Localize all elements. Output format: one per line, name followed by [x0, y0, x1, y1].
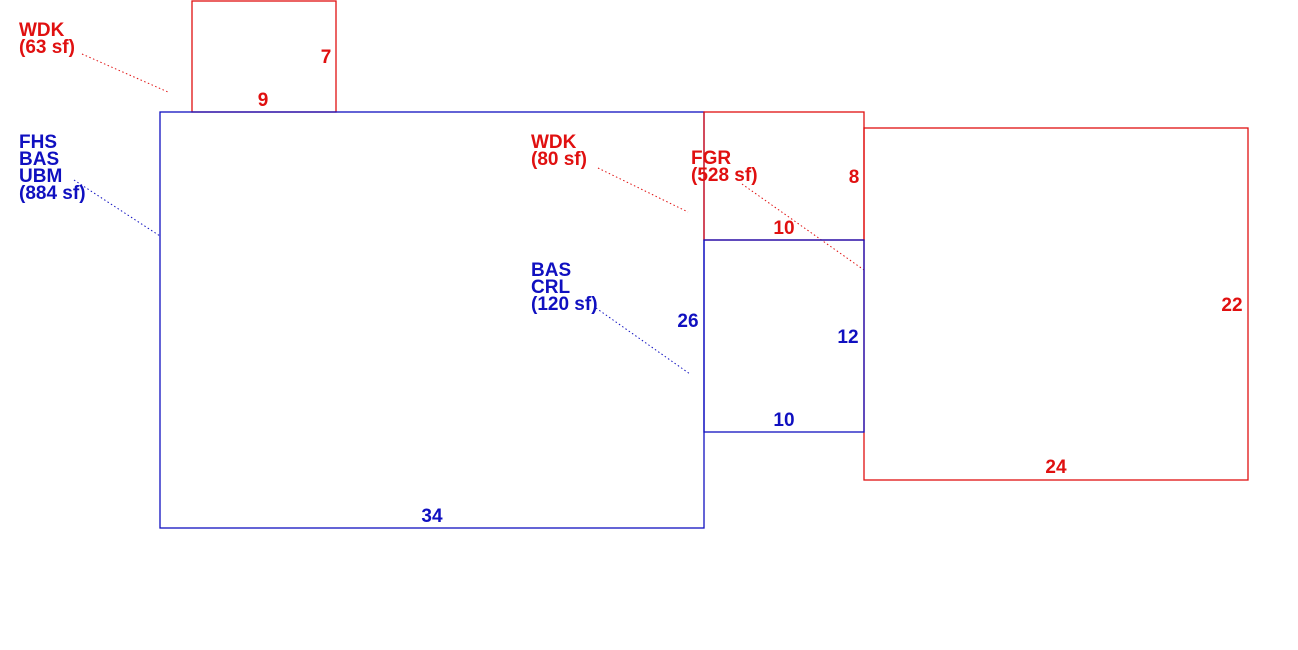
main-house-code-2: BAS [19, 149, 59, 170]
crl-leader [595, 307, 691, 375]
fgr-outline [863, 127, 1249, 481]
main-house-area: (884 sf) [19, 183, 86, 204]
fgr-leader [741, 183, 865, 271]
wdk-top-section: WDK (63 sf) 7 9 [19, 0, 337, 113]
main-house-outline [159, 111, 705, 529]
main-house-section: FHS BAS UBM (884 sf) 26 34 [19, 111, 705, 529]
wdk-right-code: WDK [531, 132, 577, 153]
wdk-top-bottom-dim: 9 [258, 90, 269, 111]
crl-section: BAS CRL (120 sf) 12 10 [531, 239, 865, 433]
crl-code-2: CRL [531, 277, 570, 298]
crl-code-1: BAS [531, 260, 571, 281]
main-house-code-1: FHS [19, 132, 57, 153]
main-house-code-3: UBM [19, 166, 62, 187]
wdk-right-side-dim: 8 [849, 167, 860, 188]
wdk-right-section: WDK (80 sf) 8 10 [531, 111, 865, 241]
wdk-right-leader [597, 167, 689, 213]
wdk-top-side-dim: 7 [321, 47, 332, 68]
main-house-leader [73, 179, 161, 237]
fgr-bottom-dim: 24 [1045, 457, 1067, 478]
main-house-side-dim: 26 [677, 311, 698, 332]
crl-bottom-dim: 10 [773, 410, 794, 431]
wdk-top-area: (63 sf) [19, 37, 75, 58]
wdk-top-leader [81, 53, 169, 93]
crl-outline [703, 239, 865, 433]
wdk-right-bottom-dim: 10 [773, 218, 794, 239]
fgr-code: FGR [691, 148, 731, 169]
main-house-bottom-dim: 34 [421, 506, 443, 527]
crl-area: (120 sf) [531, 294, 598, 315]
wdk-top-code: WDK [19, 20, 65, 41]
fgr-side-dim: 22 [1221, 295, 1242, 316]
crl-side-dim: 12 [837, 327, 858, 348]
fgr-area: (528 sf) [691, 165, 758, 186]
wdk-right-area: (80 sf) [531, 149, 587, 170]
fgr-section: FGR (528 sf) 22 24 [691, 127, 1249, 481]
